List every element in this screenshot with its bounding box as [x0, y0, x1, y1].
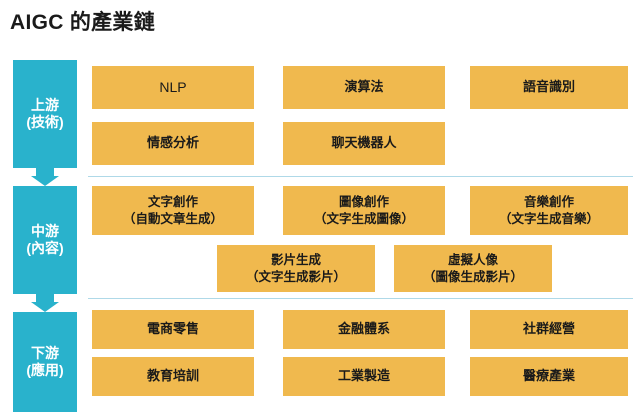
- stage-block-upstream[interactable]: 上游 (技術): [13, 60, 77, 168]
- box-downstream-healthcare-industry[interactable]: 醫療產業: [470, 357, 628, 396]
- box-label: 金融體系: [337, 321, 390, 337]
- box-downstream-community-operations[interactable]: 社群經營: [470, 310, 628, 349]
- arrow-upstream-to-midstream: [13, 168, 77, 186]
- box-label: 工業製造: [337, 368, 390, 384]
- box-label: NLP: [159, 79, 187, 96]
- box-downstream-financial-system[interactable]: 金融體系: [283, 310, 445, 349]
- box-midstream-music-creation[interactable]: 音樂創作 （文字生成音樂）: [470, 186, 628, 235]
- box-upstream-nlp[interactable]: NLP: [92, 66, 254, 109]
- page-title: AIGC 的產業鏈: [10, 11, 156, 34]
- box-label: 社群經營: [522, 321, 575, 337]
- box-downstream-education-training[interactable]: 教育培訓: [92, 357, 254, 396]
- stage-block-downstream[interactable]: 下游 (應用): [13, 312, 77, 412]
- box-label-line2: （圖像生成影片）: [422, 269, 523, 284]
- box-label: 演算法: [344, 79, 384, 95]
- box-label-line2: （文字生成音樂）: [498, 211, 599, 226]
- box-label: 醫療產業: [522, 368, 575, 384]
- box-label: 聊天機器人: [331, 135, 397, 151]
- arrow-shaft: [36, 168, 54, 177]
- box-upstream-chatbot[interactable]: 聊天機器人: [283, 122, 445, 165]
- box-label: 語音識別: [522, 79, 575, 95]
- box-label-line1: 圖像創作: [338, 195, 389, 210]
- box-midstream-image-creation[interactable]: 圖像創作 （文字生成圖像）: [283, 186, 445, 235]
- divider-midstream-downstream: [88, 298, 633, 299]
- box-midstream-video-generation[interactable]: 影片生成 （文字生成影片）: [217, 245, 375, 292]
- stage-upstream-line2: (技術): [26, 114, 64, 130]
- box-downstream-industrial-manufacturing[interactable]: 工業製造: [283, 357, 445, 396]
- box-label: 情感分析: [146, 135, 199, 151]
- box-label-line2: （自動文章生成）: [122, 211, 223, 226]
- box-label-line1: 影片生成: [270, 253, 321, 268]
- box-midstream-text-creation[interactable]: 文字創作 （自動文章生成）: [92, 186, 254, 235]
- box-upstream-speech-recognition[interactable]: 語音識別: [470, 66, 628, 109]
- box-label: 電商零售: [146, 321, 199, 337]
- stage-block-midstream[interactable]: 中游 (內容): [13, 186, 77, 294]
- box-label-line1: 虛擬人像: [447, 253, 498, 268]
- box-upstream-algorithm[interactable]: 演算法: [283, 66, 445, 109]
- arrow-midstream-to-downstream: [13, 294, 77, 312]
- box-label-line2: （文字生成圖像）: [313, 211, 414, 226]
- divider-upstream-midstream: [88, 176, 633, 177]
- arrow-head-down-icon: [31, 176, 59, 186]
- stage-midstream-line2: (內容): [26, 240, 64, 256]
- stage-downstream-line2: (應用): [26, 362, 64, 378]
- arrow-shaft: [36, 294, 54, 303]
- box-label-line1: 音樂創作: [523, 195, 574, 210]
- box-label-line1: 文字創作: [147, 195, 198, 210]
- box-downstream-ecommerce-retail[interactable]: 電商零售: [92, 310, 254, 349]
- stage-downstream-line1: 下游: [31, 344, 59, 361]
- box-label-line2: （文字生成影片）: [245, 269, 346, 284]
- stage-midstream-line1: 中游: [31, 222, 59, 239]
- box-midstream-virtual-avatar[interactable]: 虛擬人像 （圖像生成影片）: [394, 245, 552, 292]
- stage-upstream-line1: 上游: [31, 96, 59, 113]
- arrow-head-down-icon: [31, 302, 59, 312]
- box-upstream-sentiment-analysis[interactable]: 情感分析: [92, 122, 254, 165]
- box-label: 教育培訓: [146, 368, 199, 384]
